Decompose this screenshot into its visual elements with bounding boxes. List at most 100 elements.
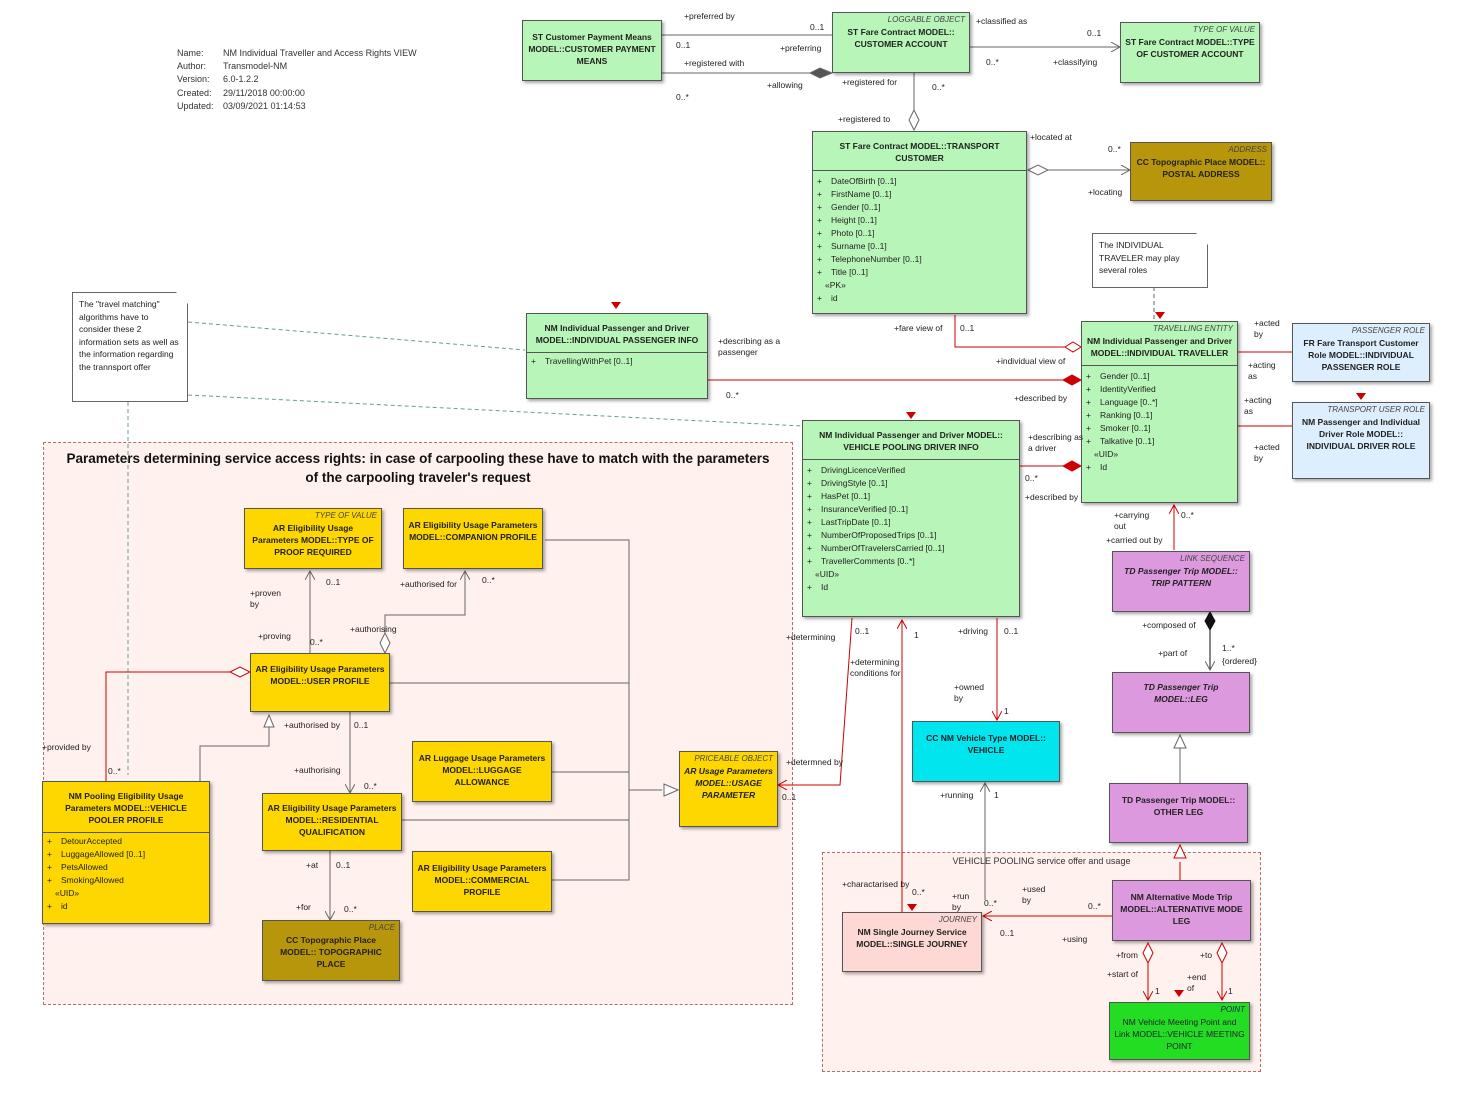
class-name: NM Individual Passenger and Driver MODEL… <box>535 323 699 345</box>
class-name: NM Individual Passenger and Driver MODEL… <box>1086 336 1232 358</box>
companion-profile-class[interactable]: AR Eligibility Usage Parameters MODEL::C… <box>403 508 543 569</box>
class-stereotype: POINT <box>1220 1005 1245 1014</box>
role-label: +provided by <box>42 742 91 752</box>
attribute-row: +Gender [0..1] <box>817 202 881 212</box>
role-label: +proven by <box>250 588 281 609</box>
multiplicity-label: 1 <box>1155 986 1160 996</box>
attribute-divider <box>803 459 1019 460</box>
attribute-row: +SmokingAllowed <box>47 875 124 885</box>
role-label: +acted by <box>1254 442 1280 463</box>
multiplicity-label: 0..1 <box>810 22 825 32</box>
multiplicity-label: 0..* <box>932 82 945 92</box>
class-name: ST Fare Contract MODEL::TRANSPORT CUSTOM… <box>839 141 1000 163</box>
vehicle-pooling-driver-info-class[interactable]: NM Individual Passenger and Driver MODEL… <box>802 420 1020 617</box>
luggage-allowance-class[interactable]: AR Luggage Usage Parameters MODEL::LUGGA… <box>412 741 552 802</box>
vehicle-pooler-profile-class[interactable]: NM Pooling Eligibility Usage Parameters … <box>42 781 210 924</box>
role-label: +preferring <box>780 43 822 53</box>
individual-passenger-role-class[interactable]: PASSENGER ROLE FR Fare Transport Custome… <box>1292 323 1430 382</box>
vehicle-class[interactable]: CC NM Vehicle Type MODEL:: VEHICLE <box>912 721 1060 782</box>
attribute-divider <box>527 352 707 353</box>
type-of-proof-required-class[interactable]: TYPE OF VALUE AR Eligibility Usage Param… <box>244 508 382 569</box>
access-rights-region-title: Parameters determining service access ri… <box>66 451 770 485</box>
multiplicity-label: 0..* <box>1088 901 1101 911</box>
attribute-row: +DateOfBirth [0..1] <box>817 176 897 186</box>
role-label: +determining <box>786 632 836 642</box>
attribute-list: +DateOfBirth [0..1] +FirstName [0..1] +Gen… <box>813 171 1026 305</box>
role-label: +fare view of <box>894 323 943 333</box>
attribute-row: +Gender [0..1] <box>1086 371 1150 381</box>
attribute-list: +DetourAccepted+LuggageAllowed [0..1]+Pe… <box>43 833 209 913</box>
role-label: +carrying out <box>1114 510 1150 531</box>
class-name: ST Fare Contract MODEL:: CUSTOMER ACCOUN… <box>847 27 955 49</box>
meta-key: Created: <box>177 87 212 98</box>
class-stereotype: TRANSPORT USER ROLE <box>1327 405 1425 414</box>
role-label: +start of <box>1107 969 1138 979</box>
role-label: +acted by <box>1254 318 1280 339</box>
multiplicity-label: 0..* <box>1108 144 1121 154</box>
alternative-mode-leg-class[interactable]: NM Alternative Mode Trip MODEL::ALTERNAT… <box>1112 880 1251 941</box>
meta-author: Transmodel-NM <box>223 61 288 72</box>
multiplicity-label: 0..* <box>984 898 997 908</box>
vehicle-pooling-region-title: VEHICLE POOLING service offer and usage <box>952 856 1131 866</box>
other-leg-class[interactable]: TD Passenger Trip MODEL:: OTHER LEG <box>1109 783 1248 843</box>
multiplicity-label: 0..1 <box>326 577 341 587</box>
attribute-row: +HasPet [0..1] <box>807 491 871 501</box>
usage-parameter-class[interactable]: PRICEABLE OBJECT AR Usage Parameters MOD… <box>679 751 778 827</box>
class-name: AR Eligibility Usage Parameters MODEL::U… <box>255 664 385 686</box>
view-marker <box>1155 312 1165 319</box>
role-label: +authorising <box>350 624 397 634</box>
leg-class[interactable]: TD Passenger Trip MODEL::LEG <box>1112 672 1250 733</box>
user-profile-class[interactable]: AR Eligibility Usage Parameters MODEL::U… <box>250 653 390 712</box>
multiplicity-label: 1..* <box>1222 643 1235 653</box>
role-label: +carried out by <box>1106 535 1163 545</box>
customer-payment-means-class[interactable]: ST Customer Payment Means MODEL::CUSTOME… <box>522 20 662 81</box>
travel-matching-note: The "travel matching" algorithms have to… <box>72 292 188 402</box>
role-label: +describing as a driver <box>1028 432 1084 453</box>
class-stereotype: LINK SEQUENCE <box>1180 554 1245 563</box>
multiplicity-label: 0..* <box>344 904 357 914</box>
role-label: +part of <box>1158 648 1188 658</box>
commercial-profile-class[interactable]: AR Eligibility Usage Parameters MODEL::C… <box>412 851 552 912</box>
role-label: +at <box>306 860 319 870</box>
topographic-place-class[interactable]: PLACE CC Topographic Place MODEL:: TOPOG… <box>262 920 400 981</box>
role-label: +composed of <box>1142 620 1196 630</box>
class-name: NM Passenger and Individual Driver Role … <box>1301 417 1421 451</box>
class-stereotype: PRICEABLE OBJECT <box>694 754 773 763</box>
meta-key: Name: <box>177 48 204 58</box>
role-label: +owned by <box>954 682 985 703</box>
role-label: +allowing <box>767 80 803 90</box>
individual-driver-role-class[interactable]: TRANSPORT USER ROLE NM Passenger and Ind… <box>1292 402 1430 479</box>
role-label: +driving <box>958 626 989 636</box>
class-name: CC Topographic Place MODEL:: POSTAL ADDR… <box>1136 157 1266 179</box>
residential-qualification-class[interactable]: AR Eligibility Usage Parameters MODEL::R… <box>262 793 402 851</box>
view-marker <box>906 412 916 419</box>
role-label: +proving <box>258 631 291 641</box>
role-label: +from <box>1116 950 1138 960</box>
customer-account-type-class[interactable]: TYPE OF VALUE ST Fare Contract MODEL::TY… <box>1120 22 1260 83</box>
attribute-row: +Surname [0..1] <box>817 241 887 251</box>
postal-address-class[interactable]: ADDRESS CC Topographic Place MODEL:: POS… <box>1130 142 1272 201</box>
role-label: +using <box>1062 934 1088 944</box>
multiplicity-label: 0..* <box>1025 473 1038 483</box>
individual-passenger-info-class[interactable]: NM Individual Passenger and Driver MODEL… <box>526 313 708 399</box>
role-label: +described by <box>1014 393 1068 403</box>
trip-pattern-class[interactable]: LINK SEQUENCE TD Passenger Trip MODEL:: … <box>1112 551 1250 612</box>
role-label: +locating <box>1088 187 1123 197</box>
attribute-row: +TelephoneNumber [0..1] <box>817 254 922 264</box>
attribute-row: +TravellingWithPet [0..1] <box>531 356 633 366</box>
customer-account-class[interactable]: LOGGABLE OBJECT ST Fare Contract MODEL::… <box>832 12 970 73</box>
multiplicity-label: 0..1 <box>354 720 369 730</box>
transport-customer-class[interactable]: ST Fare Contract MODEL::TRANSPORT CUSTOM… <box>812 131 1027 314</box>
class-name: AR Eligibility Usage Parameters MODEL::T… <box>252 523 374 557</box>
class-name: NM Alternative Mode Trip MODEL::ALTERNAT… <box>1120 892 1243 926</box>
key-stereotype: «UID» <box>55 888 80 898</box>
vehicle-meeting-point-class[interactable]: POINT NM Vehicle Meeting Point and Link … <box>1109 1002 1250 1060</box>
attribute-row: +Talkative [0..1] <box>1086 436 1155 446</box>
attribute-row: +FirstName [0..1] <box>817 189 892 199</box>
attribute-divider <box>1082 365 1237 366</box>
individual-traveller-class[interactable]: TRAVELLING ENTITY NM Individual Passenge… <box>1081 321 1238 503</box>
role-label: +determining conditions for <box>850 657 901 678</box>
meta-created: 29/11/2018 00:00:00 <box>223 87 305 98</box>
single-journey-class[interactable]: JOURNEY NM Single Journey Service MODEL:… <box>842 912 982 972</box>
